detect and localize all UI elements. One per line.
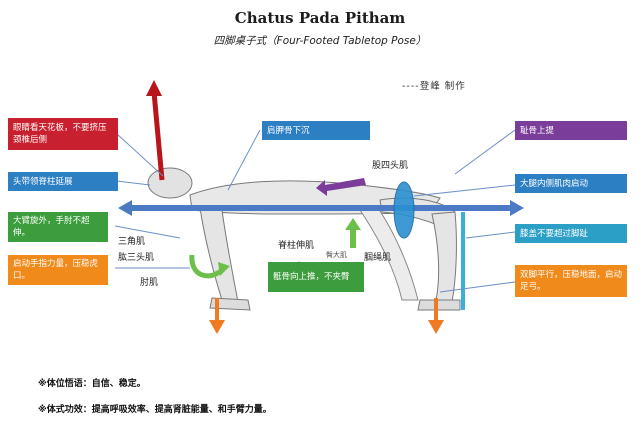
callout-knee-text: 膝盖不要超过脚趾 xyxy=(520,228,589,239)
spine-arrowhead-left xyxy=(118,200,132,216)
callout-hand-power: 启动手指力量，压稳虎口。 xyxy=(8,255,108,285)
figure-head xyxy=(147,167,193,199)
callout-knee: 膝盖不要超过脚趾 xyxy=(515,224,627,243)
credit-text: ----登峰 制作 xyxy=(402,81,466,92)
figure-back-thigh xyxy=(359,207,419,301)
note-effect: ※体式功效：提高呼吸效率、提高肾脏能量、和手臂力量。 xyxy=(38,405,272,415)
callout-head-text: 头带领脊柱延展 xyxy=(13,176,73,187)
green-rotation-arrow xyxy=(189,254,224,279)
label-triceps: 肱三头肌 xyxy=(118,253,155,263)
note-mind: ※体位悟语：自信、稳定。 xyxy=(38,379,146,389)
spine-arrowhead-right xyxy=(510,200,524,216)
purple-arrow xyxy=(316,178,366,196)
label-quadriceps: 股四头肌 xyxy=(372,161,409,171)
callout-pubic: 耻骨上提 xyxy=(515,121,627,140)
figure-hand xyxy=(209,297,251,311)
callout-arm-rotate: 大臂旋外，手肘不超伸。 xyxy=(8,212,108,242)
callout-feet-text: 双脚平行，压稳地面，启动足弓。 xyxy=(520,270,623,292)
callout-eyes: 眼睛看天花板，不要挤压颈椎后侧 xyxy=(8,118,118,150)
label-deltoid: 三角肌 xyxy=(118,237,146,247)
callout-sacrum: 骶骨向上推，不夹臀 xyxy=(268,262,364,292)
callout-eyes-text: 眼睛看天花板，不要挤压颈椎后侧 xyxy=(13,123,107,145)
label-erector: 脊柱伸肌 xyxy=(278,241,315,251)
callout-hand-power-text: 启动手指力量，压稳虎口。 xyxy=(13,259,99,281)
page-title: Chatus Pada Pitham xyxy=(234,9,406,27)
label-hamstring: 腘绳肌 xyxy=(364,253,392,263)
figure-shin xyxy=(431,211,457,303)
callout-feet: 双脚平行，压稳地面，启动足弓。 xyxy=(515,265,627,297)
callout-sacrum-text: 骶骨向上推，不夹臀 xyxy=(273,272,350,282)
figure-foot xyxy=(417,299,461,311)
green-up-arrowhead xyxy=(345,218,361,230)
callout-inner-thigh: 大腿内侧肌肉启动 xyxy=(515,174,627,193)
red-up-arrow xyxy=(151,91,165,181)
callout-pubic-text: 耻骨上提 xyxy=(520,125,555,136)
orange-down-arrowhead-left xyxy=(209,320,225,334)
orange-down-arrowhead-right xyxy=(428,320,444,334)
figure-arm xyxy=(199,207,239,303)
callout-arm-rotate-text: 大臂旋外，手肘不超伸。 xyxy=(13,216,90,238)
label-glute: 臀大肌 xyxy=(326,251,347,259)
callout-inner-thigh-text: 大腿内侧肌肉启动 xyxy=(520,178,589,189)
green-rotation-arrowhead xyxy=(218,262,230,276)
page-subtitle: 四脚桌子式（Four-Footed Tabletop Pose） xyxy=(213,35,427,47)
label-anconeus: 肘肌 xyxy=(140,278,159,288)
callout-scapula-text: 肩胛骨下沉 xyxy=(267,125,310,136)
callout-head: 头带领脊柱延展 xyxy=(8,172,118,191)
callout-scapula: 肩胛骨下沉 xyxy=(262,121,370,140)
thigh-ellipse-marker xyxy=(393,181,415,239)
red-up-arrowhead xyxy=(146,80,162,96)
